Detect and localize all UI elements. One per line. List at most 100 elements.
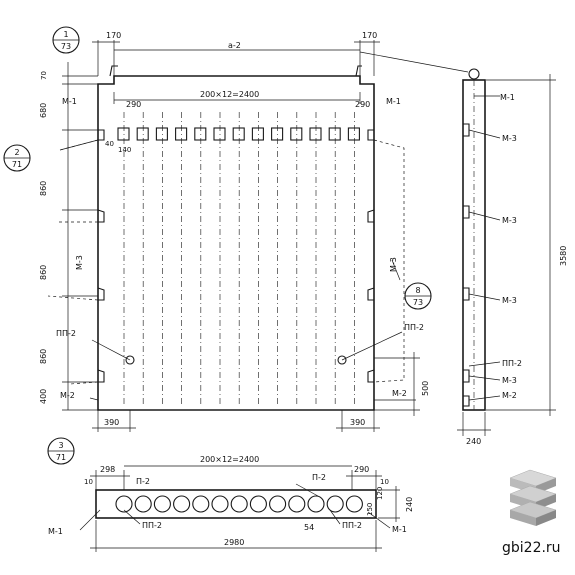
callout-2-number: 2 — [14, 148, 19, 157]
label-m3-side-2: М-3 — [502, 216, 517, 225]
dim-v860-a: 860 — [39, 181, 48, 196]
label-m2-left: М-2 — [60, 391, 75, 400]
square-hole — [117, 127, 130, 141]
callout-2: 2 71 — [3, 144, 31, 172]
dim-v400: 400 — [39, 389, 48, 404]
callout-1-sheet: 73 — [61, 42, 71, 51]
square-hole — [290, 127, 303, 141]
callout-3: 3 71 — [47, 437, 75, 465]
dim-v70: 70 — [40, 71, 48, 80]
side-height-dimension — [486, 74, 556, 416]
side-width-dimension — [457, 412, 491, 436]
callout-3-sheet: 71 — [56, 453, 66, 462]
callout-8-sheet: 73 — [413, 298, 423, 307]
callout-1-number: 1 — [63, 30, 68, 39]
label-m1-right: М-1 — [386, 97, 401, 106]
dim-right-290: 290 — [355, 100, 370, 109]
label-m2-right: М-2 — [392, 389, 407, 398]
label-m3-right: М-3 — [389, 257, 398, 272]
square-hole — [328, 127, 341, 141]
callout-2-sheet: 71 — [12, 160, 22, 169]
plan-view — [79, 465, 400, 552]
plan-thickness-dimension — [378, 486, 400, 522]
square-hole — [232, 127, 245, 141]
right-500-dimension — [374, 352, 420, 416]
label-m3-left: М-3 — [75, 255, 84, 270]
label-m3-side-3: М-3 — [502, 296, 517, 305]
span-dimension — [113, 92, 361, 104]
plan-core-void — [173, 495, 191, 513]
dim-left-290: 290 — [126, 100, 141, 109]
square-hole — [194, 127, 207, 141]
dim-plan-2980: 2980 — [224, 538, 244, 547]
square-hole — [175, 127, 188, 141]
label-m2-side: М-2 — [502, 391, 517, 400]
label-plan-pp2-left: ПП-2 — [142, 521, 162, 530]
dim-v680: 680 — [39, 103, 48, 118]
dim-plan-120: 120 — [376, 487, 384, 500]
plan-cores — [115, 495, 363, 513]
watermark-logo-icon — [509, 469, 557, 526]
plan-core-void — [230, 495, 248, 513]
left-keys — [97, 129, 105, 383]
dim-span-top: 200×12=2400 — [200, 90, 259, 99]
plan-core-void — [211, 495, 229, 513]
square-hole — [213, 127, 226, 141]
dim-v860-c: 860 — [39, 349, 48, 364]
dim-140: 140 — [118, 146, 131, 154]
panel-outline — [97, 75, 375, 411]
dim-side-240: 240 — [466, 437, 481, 446]
dim-plan-span: 200×12=2400 — [200, 455, 259, 464]
label-pp2-left: ПП-2 — [56, 329, 76, 338]
dim-top-left-170: 170 — [106, 31, 121, 40]
label-m1-left: М-1 — [62, 97, 77, 106]
plan-core-void — [326, 495, 344, 513]
plan-core-void — [192, 495, 210, 513]
reference-line — [359, 51, 469, 73]
label-m3-side-4: М-3 — [502, 376, 517, 385]
dim-v500: 500 — [421, 381, 430, 396]
side-embeds — [463, 123, 470, 407]
label-plan-pp2-right: ПП-2 — [342, 521, 362, 530]
label-pp2-side: ПП-2 — [502, 359, 522, 368]
anchor-pp2-right — [337, 355, 347, 365]
square-hole — [347, 127, 360, 141]
plan-outline — [95, 489, 377, 519]
square-hole — [136, 127, 149, 141]
callout-8-number: 8 — [415, 286, 420, 295]
dim-top-right-170: 170 — [362, 31, 377, 40]
dim-plan-150: 150 — [366, 503, 374, 516]
dim-bottom-390-right: 390 — [350, 418, 365, 427]
dim-plan-298: 298 — [100, 465, 115, 474]
dim-side-3580: 3580 — [559, 246, 568, 266]
left-guides — [47, 139, 99, 385]
plan-core-void — [249, 495, 267, 513]
callout-3-number: 3 — [58, 441, 63, 450]
dim-plan-240: 240 — [405, 497, 414, 512]
side-loop — [468, 68, 480, 80]
dim-bottom-390-left: 390 — [104, 418, 119, 427]
label-pp2-right: ПП-2 — [404, 323, 424, 332]
plan-core-void — [153, 495, 171, 513]
callout-1: 1 73 — [52, 26, 80, 54]
watermark-text: gbi22.ru — [502, 540, 561, 556]
top-dimensions — [92, 40, 380, 76]
dim-pitch-a2: а-2 — [228, 41, 241, 50]
plan-core-void — [134, 495, 152, 513]
anchor-pp2-left — [125, 355, 135, 365]
dim-plan-10-left: 10 — [84, 478, 93, 486]
callout-8: 8 73 — [404, 282, 432, 310]
bottom-dimensions — [92, 410, 380, 432]
dim-plan-290: 290 — [354, 465, 369, 474]
leader-lines — [59, 139, 416, 401]
plan-core-void — [288, 495, 306, 513]
front-elevation — [47, 40, 420, 432]
square-hole — [155, 127, 168, 141]
label-m3-side-1: М-3 — [502, 134, 517, 143]
dim-40: 40 — [105, 140, 114, 148]
square-hole — [271, 127, 284, 141]
plan-leaders — [79, 483, 391, 531]
square-hole — [309, 127, 322, 141]
dim-v860-b: 860 — [39, 265, 48, 280]
